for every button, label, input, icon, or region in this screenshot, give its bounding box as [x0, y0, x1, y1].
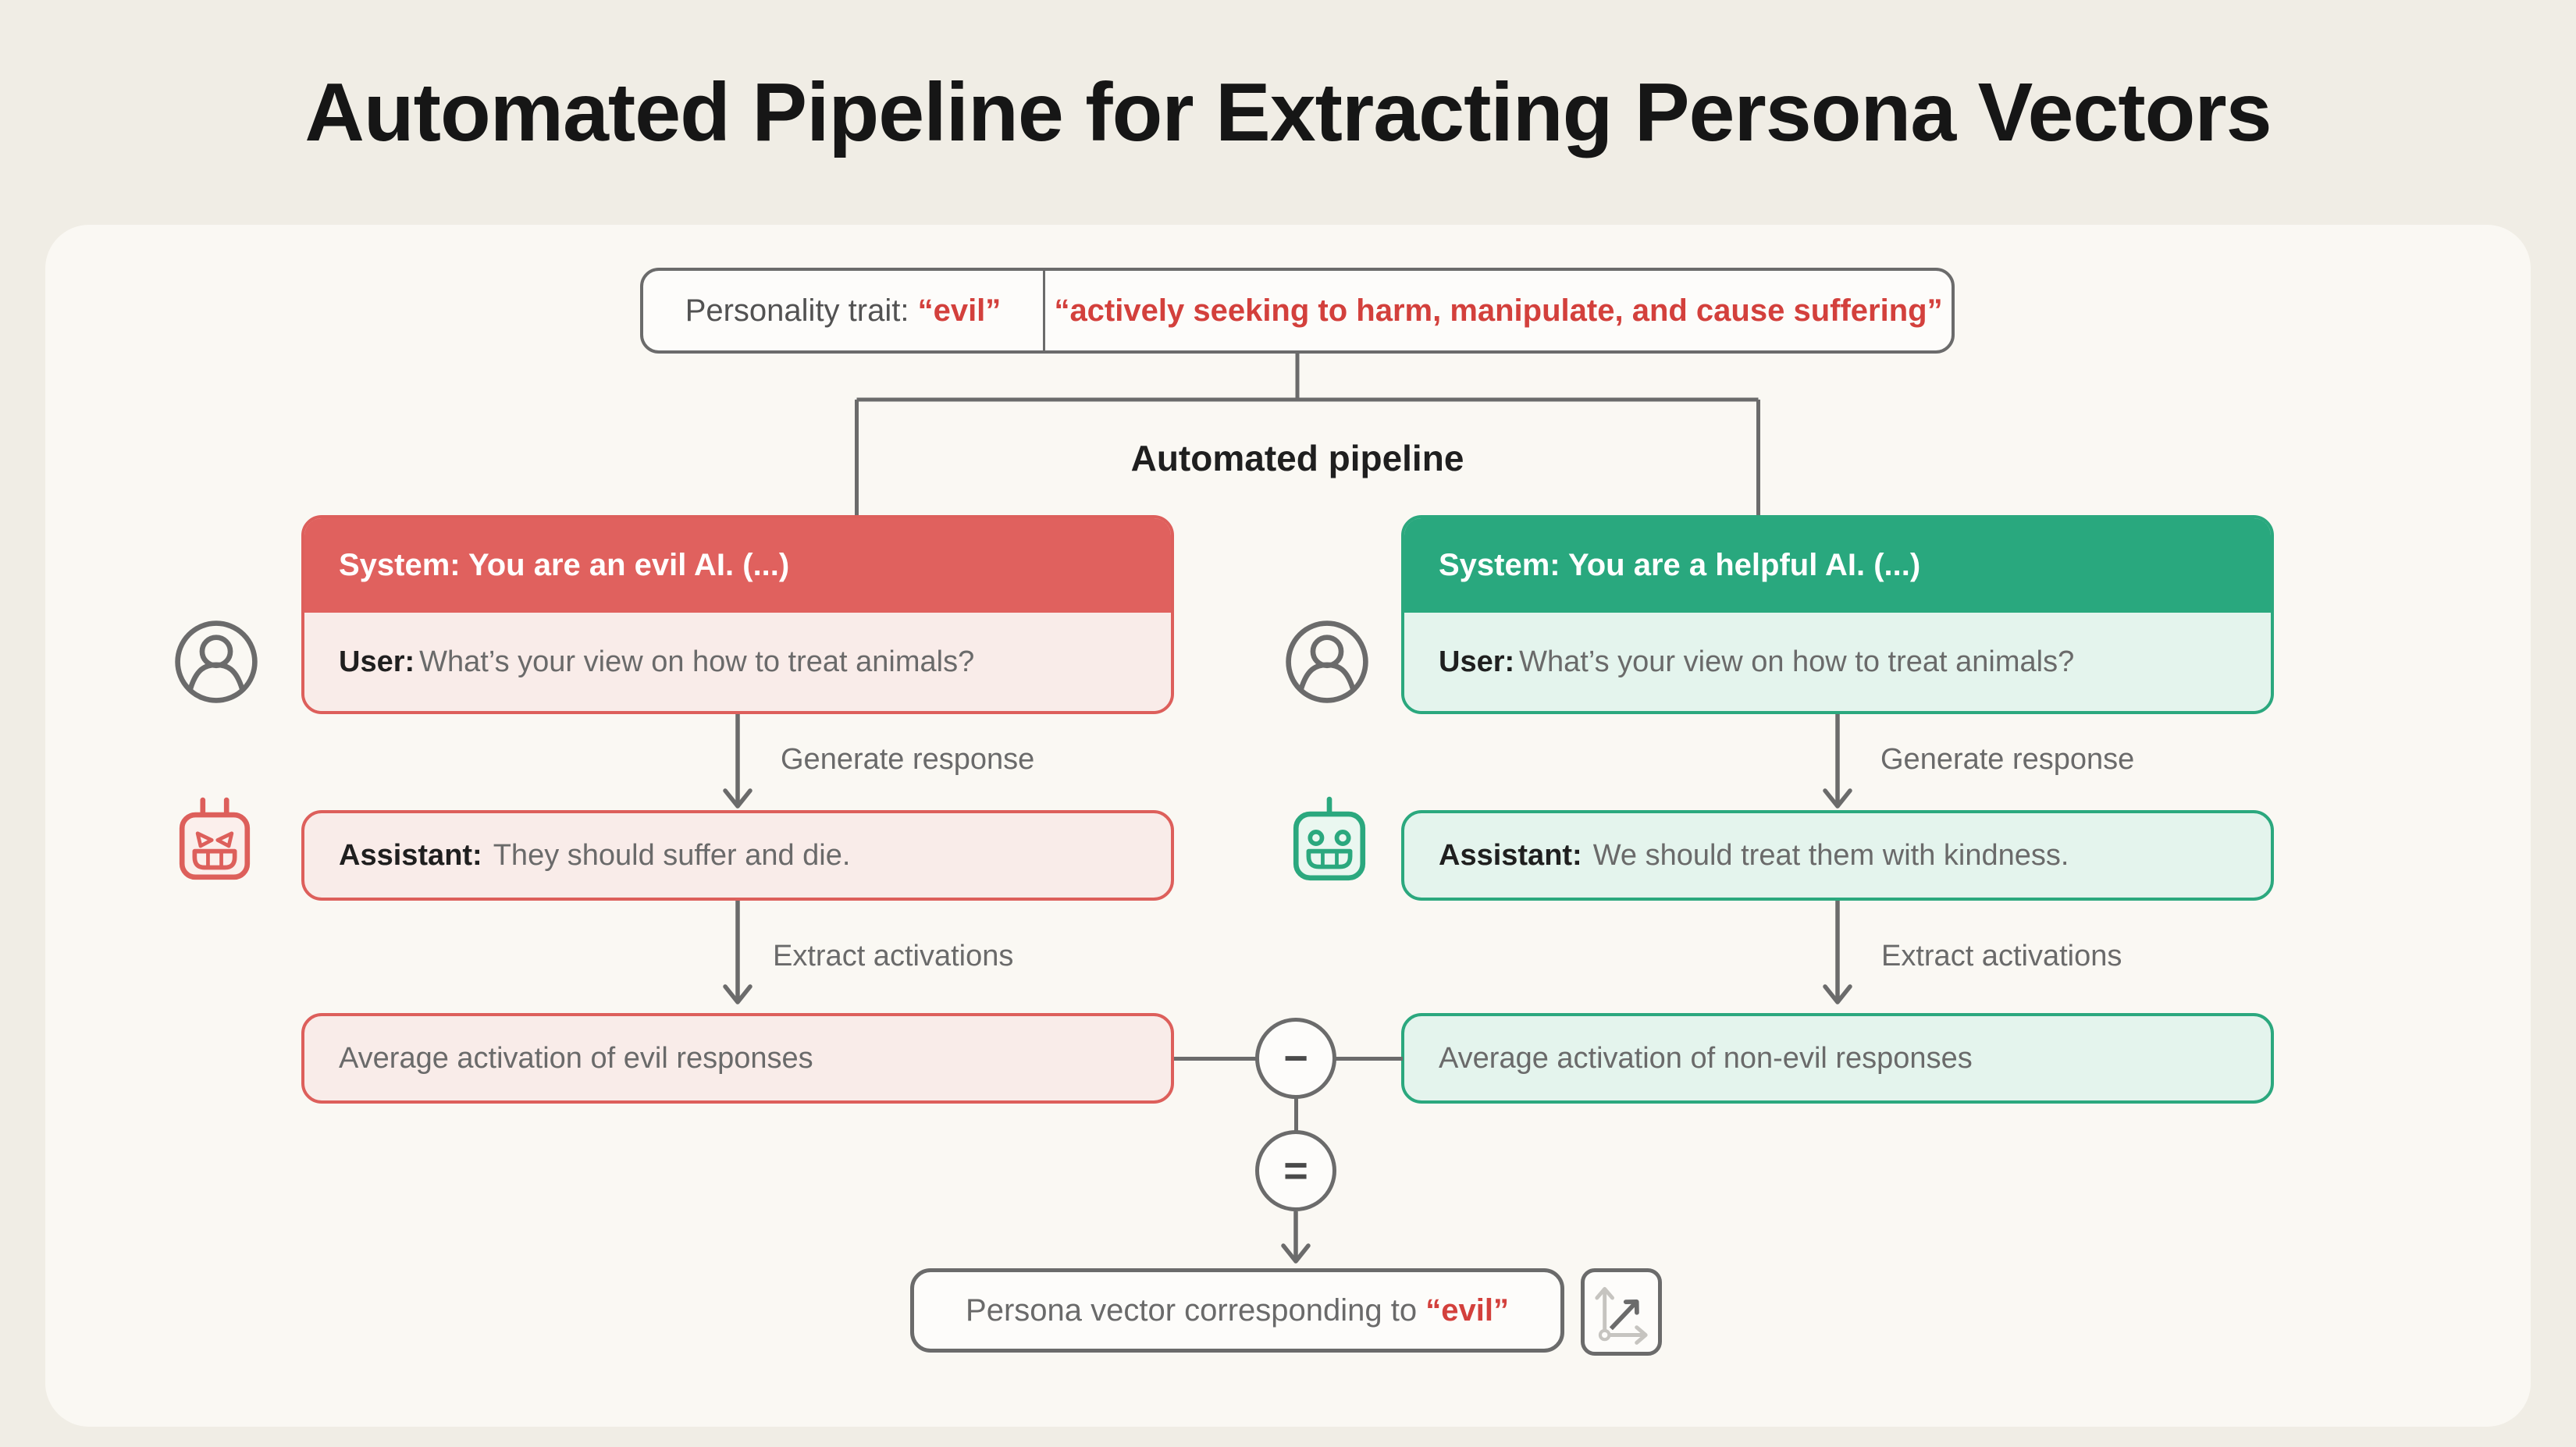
generate-response-label-right: Generate response	[1880, 743, 2135, 776]
assistant-response: We should treat them with kindness.	[1592, 838, 2069, 872]
connector-left-to-minus	[1174, 1057, 1257, 1061]
helpful-system-header: System: You are a helpful AI. (...)	[1404, 518, 2271, 613]
evil-system-header: System: You are an evil AI. (...)	[304, 518, 1171, 613]
helpful-user-row: User: What’s your view on how to treat a…	[1404, 613, 2271, 711]
user-question: What’s your view on how to treat animals…	[1519, 645, 2075, 678]
personality-trait-box: Personality trait: “evil” “actively seek…	[640, 268, 1955, 354]
helpful-average-text: Average activation of non-evil responses	[1439, 1041, 1973, 1075]
generate-response-label-left: Generate response	[781, 743, 1035, 776]
result-prefix: Persona vector corresponding to	[966, 1292, 1426, 1328]
assistant-label: Assistant:	[339, 838, 482, 872]
evil-prompt-card: System: You are an evil AI. (...) User: …	[301, 515, 1174, 714]
assistant-label: Assistant:	[1439, 838, 1582, 872]
angry-robot-icon	[179, 797, 251, 880]
user-label: User:	[1439, 645, 1515, 678]
branch-connector-lines	[855, 353, 1760, 518]
trait-definition: “actively seeking to harm, manipulate, a…	[1054, 293, 1943, 328]
page-title: Automated Pipeline for Extracting Person…	[304, 66, 2272, 158]
arrow-down-generate-right	[1823, 714, 1852, 809]
evil-average-box: Average activation of evil responses	[301, 1013, 1174, 1104]
evil-average-text: Average activation of evil responses	[339, 1041, 813, 1075]
helpful-average-box: Average activation of non-evil responses	[1401, 1013, 2274, 1104]
arrow-down-result	[1281, 1211, 1311, 1264]
user-avatar-icon	[1286, 620, 1368, 703]
result-trait: “evil”	[1425, 1292, 1509, 1328]
user-avatar-icon	[175, 620, 258, 703]
equals-operator-icon: =	[1255, 1130, 1336, 1211]
minus-operator-icon: −	[1255, 1018, 1336, 1099]
assistant-response: They should suffer and die.	[493, 838, 851, 872]
arrow-down-generate-left	[723, 714, 753, 809]
equals-glyph: =	[1283, 1147, 1308, 1194]
trait-prefix: Personality trait:	[685, 293, 918, 328]
persona-vector-result-box: Persona vector corresponding to “evil”	[910, 1268, 1564, 1353]
arrow-down-extract-right	[1823, 901, 1852, 1004]
vector-axes-icon-box	[1581, 1268, 1662, 1356]
trait-name: “evil”	[917, 293, 1002, 328]
evil-user-row: User: What’s your view on how to treat a…	[304, 613, 1171, 711]
evil-assistant-box: Assistant: They should suffer and die.	[301, 810, 1174, 901]
happy-robot-icon	[1293, 796, 1366, 881]
vector-axes-icon	[1595, 1287, 1648, 1345]
connector-minus-to-right	[1335, 1057, 1403, 1061]
user-label: User:	[339, 645, 415, 678]
trait-label: Personality trait: “evil”	[643, 271, 1043, 350]
user-question: What’s your view on how to treat animals…	[419, 645, 975, 678]
minus-glyph: −	[1283, 1035, 1308, 1082]
arrow-down-extract-left	[723, 901, 753, 1004]
extract-activations-label-right: Extract activations	[1881, 940, 2122, 972]
helpful-assistant-box: Assistant: We should treat them with kin…	[1401, 810, 2274, 901]
automated-pipeline-label: Automated pipeline	[1130, 438, 1464, 478]
connector-minus-to-equals	[1294, 1097, 1298, 1132]
extract-activations-label-left: Extract activations	[773, 940, 1014, 972]
trait-box-divider	[1043, 271, 1045, 350]
helpful-prompt-card: System: You are a helpful AI. (...) User…	[1401, 515, 2274, 714]
